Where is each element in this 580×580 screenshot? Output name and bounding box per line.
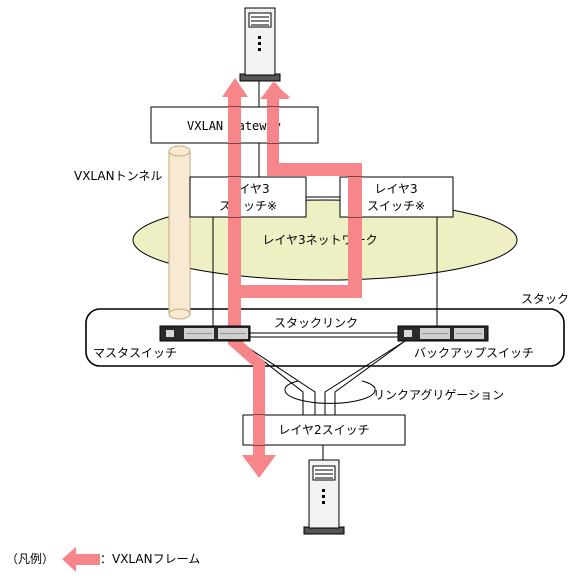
- legend-text: ：VXLANフレーム: [100, 552, 200, 566]
- vxlan-frame-arrow-right: [241, 97, 362, 298]
- link-aggregation-arc: [284, 389, 376, 404]
- l3-switch-right-line1: レイヤ3: [374, 182, 417, 196]
- legend-arrow-icon: [62, 547, 100, 572]
- stack-label: スタック: [521, 292, 569, 306]
- vxlan-tunnel: [168, 145, 191, 320]
- backup-to-l2-line-b: [334, 340, 406, 415]
- master-to-l2-line-b: [237, 340, 316, 415]
- server-bottom-icon: [303, 459, 345, 535]
- stack-link-label: スタックリンク: [274, 316, 358, 330]
- vxlan-frame-arrowhead-left: [222, 78, 248, 97]
- vxlan-tunnel-label: VXLANトンネル: [74, 169, 162, 183]
- l3-switch-right-line2: スイッチ※: [367, 199, 425, 213]
- legend: （凡例） ：VXLANフレーム: [6, 547, 200, 572]
- master-switch-device: [159, 325, 251, 342]
- server-top-icon: [239, 7, 281, 82]
- l2-switch-box: [242, 414, 406, 446]
- backup-to-l2-line-a: [324, 340, 406, 415]
- link-aggregation-label: リンクアグリゲーション: [373, 388, 504, 402]
- master-switch-label: マスタスイッチ: [93, 346, 177, 360]
- backup-switch-label: バックアップスイッチ: [414, 346, 534, 360]
- l3-switch-left-line2: スイッチ※: [219, 199, 277, 213]
- l3-switch-left-box: [189, 176, 307, 218]
- l2-switch-label: レイヤ2スイッチ: [278, 423, 369, 437]
- stack-box: [85, 308, 565, 367]
- backup-switch-device: [397, 325, 489, 342]
- legend-prefix: （凡例）: [6, 552, 54, 566]
